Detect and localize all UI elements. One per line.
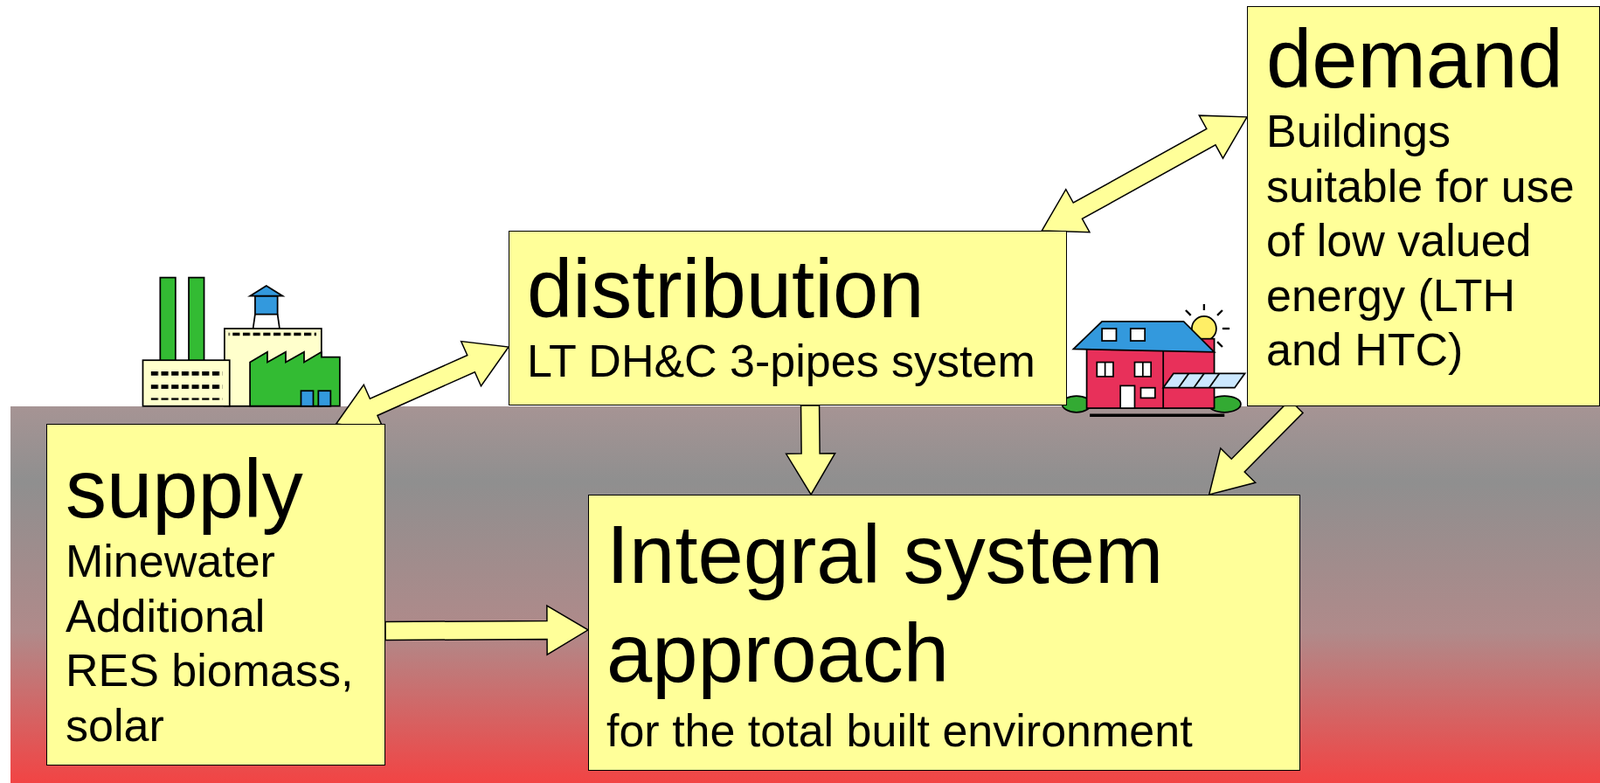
text-box: supplyMinewater Additional RES biomass, … bbox=[46, 423, 386, 766]
node-body: Buildings suitable for use of low valued… bbox=[1266, 103, 1582, 377]
block-arrow bbox=[786, 405, 836, 495]
text-box: distributionLT DH&C 3-pipes system bbox=[508, 230, 1067, 406]
node-heading: Integral system approach bbox=[606, 505, 1286, 704]
block-arrow bbox=[336, 341, 509, 430]
factory-icon bbox=[142, 277, 340, 407]
node-heading: distribution bbox=[526, 243, 1056, 334]
text-box: demandBuildings suitable for use of low … bbox=[1246, 6, 1600, 407]
block-arrow bbox=[1041, 115, 1247, 233]
node-body: for the total built environment bbox=[606, 703, 1286, 758]
node-heading: demand bbox=[1266, 13, 1582, 104]
block-arrow bbox=[1209, 400, 1303, 495]
text-box: Integral system approachfor the total bu… bbox=[588, 494, 1301, 771]
node-body: LT DH&C 3-pipes system bbox=[526, 333, 1056, 388]
node-body: Minewater Additional RES biomass, solar bbox=[65, 533, 361, 753]
block-arrow bbox=[385, 605, 589, 655]
house-icon bbox=[1062, 304, 1246, 416]
node-heading: supply bbox=[65, 443, 361, 534]
